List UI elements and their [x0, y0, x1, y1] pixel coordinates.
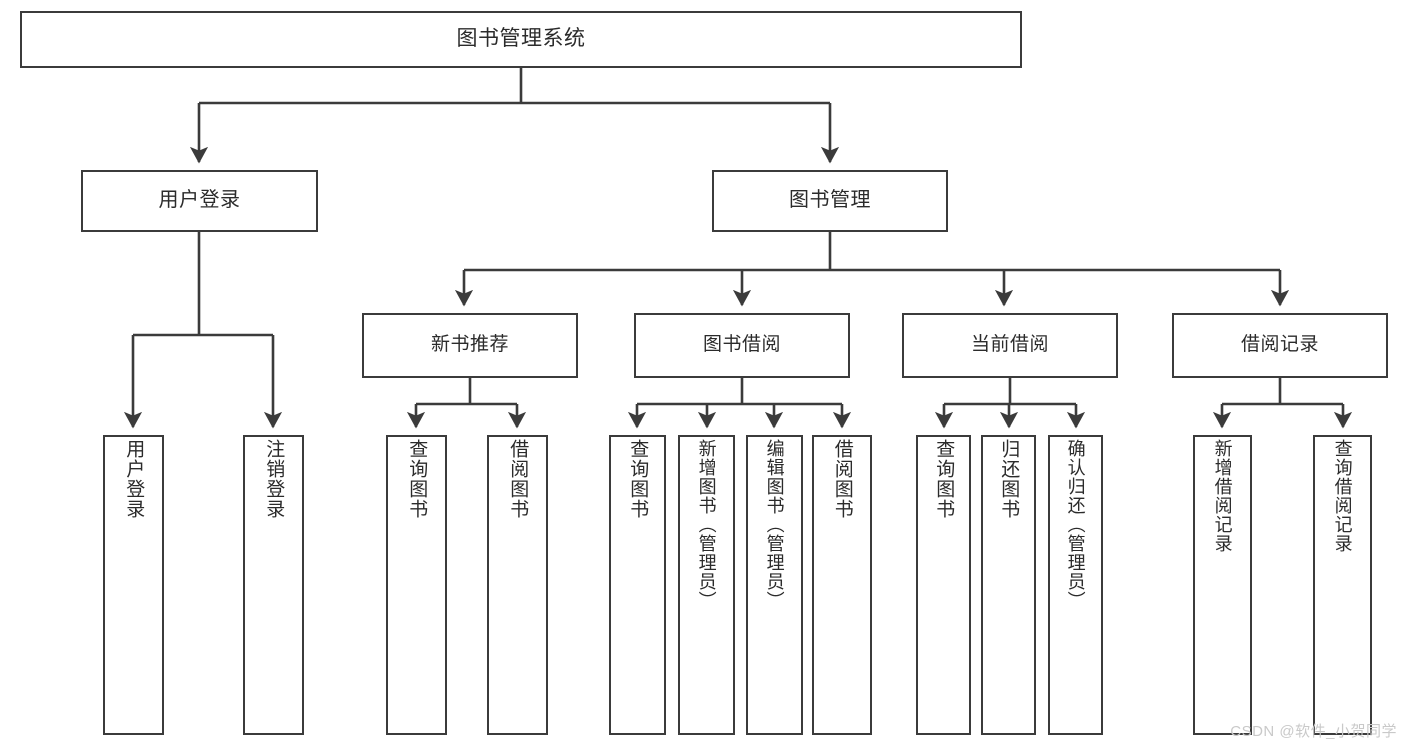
node-leaf-return-book[interactable]: 归还图书 [981, 435, 1036, 735]
node-leaf-query-book-3[interactable]: 查询图书 [916, 435, 971, 735]
node-new-book-recommend[interactable]: 新书推荐 [362, 313, 578, 378]
node-leaf-user-login[interactable]: 用户登录 [103, 435, 164, 735]
node-root-label: 图书管理系统 [456, 27, 586, 51]
node-borrow-record[interactable]: 借阅记录 [1172, 313, 1388, 378]
node-leaf-query-record-label: 查询借阅记录 [1332, 439, 1353, 553]
node-leaf-user-login-label: 用户登录 [123, 439, 145, 519]
node-leaf-return-book-label: 归还图书 [998, 439, 1020, 519]
watermark: CSDN @软件_小贺同学 [1230, 723, 1397, 740]
node-current-borrow-label: 当前借阅 [970, 334, 1049, 356]
node-current-borrow[interactable]: 当前借阅 [902, 313, 1118, 378]
node-leaf-edit-book-label: 编辑图书（管理员） [764, 439, 785, 610]
node-book-manage-label: 图书管理 [789, 189, 871, 212]
node-root[interactable]: 图书管理系统 [20, 11, 1022, 68]
node-leaf-borrow-book-2-label: 借阅图书 [831, 439, 853, 519]
node-leaf-edit-book[interactable]: 编辑图书（管理员） [746, 435, 803, 735]
node-leaf-confirm-return-label: 确认归还（管理员） [1065, 439, 1086, 610]
node-leaf-add-book-label: 新增图书（管理员） [696, 439, 717, 610]
node-leaf-query-book-2[interactable]: 查询图书 [609, 435, 666, 735]
node-leaf-query-book-3-label: 查询图书 [933, 439, 955, 519]
node-book-manage[interactable]: 图书管理 [712, 170, 948, 232]
node-leaf-logout-login-label: 注销登录 [263, 439, 285, 519]
node-leaf-query-book-2-label: 查询图书 [627, 439, 649, 519]
node-book-borrow[interactable]: 图书借阅 [634, 313, 850, 378]
node-leaf-query-record[interactable]: 查询借阅记录 [1313, 435, 1372, 735]
node-leaf-query-book-1[interactable]: 查询图书 [386, 435, 447, 735]
node-leaf-borrow-book-1[interactable]: 借阅图书 [487, 435, 548, 735]
node-leaf-add-book[interactable]: 新增图书（管理员） [678, 435, 735, 735]
node-user-login-label: 用户登录 [158, 189, 241, 212]
node-book-borrow-label: 图书借阅 [702, 334, 781, 356]
node-leaf-query-book-1-label: 查询图书 [406, 439, 428, 519]
node-user-login[interactable]: 用户登录 [81, 170, 318, 232]
node-leaf-borrow-book-1-label: 借阅图书 [507, 439, 529, 519]
node-leaf-logout-login[interactable]: 注销登录 [243, 435, 304, 735]
node-borrow-record-label: 借阅记录 [1240, 334, 1319, 356]
node-leaf-borrow-book-2[interactable]: 借阅图书 [812, 435, 872, 735]
node-new-book-recommend-label: 新书推荐 [430, 334, 509, 356]
node-leaf-confirm-return[interactable]: 确认归还（管理员） [1048, 435, 1103, 735]
node-leaf-add-record-label: 新增借阅记录 [1212, 439, 1233, 553]
node-leaf-add-record[interactable]: 新增借阅记录 [1193, 435, 1252, 735]
